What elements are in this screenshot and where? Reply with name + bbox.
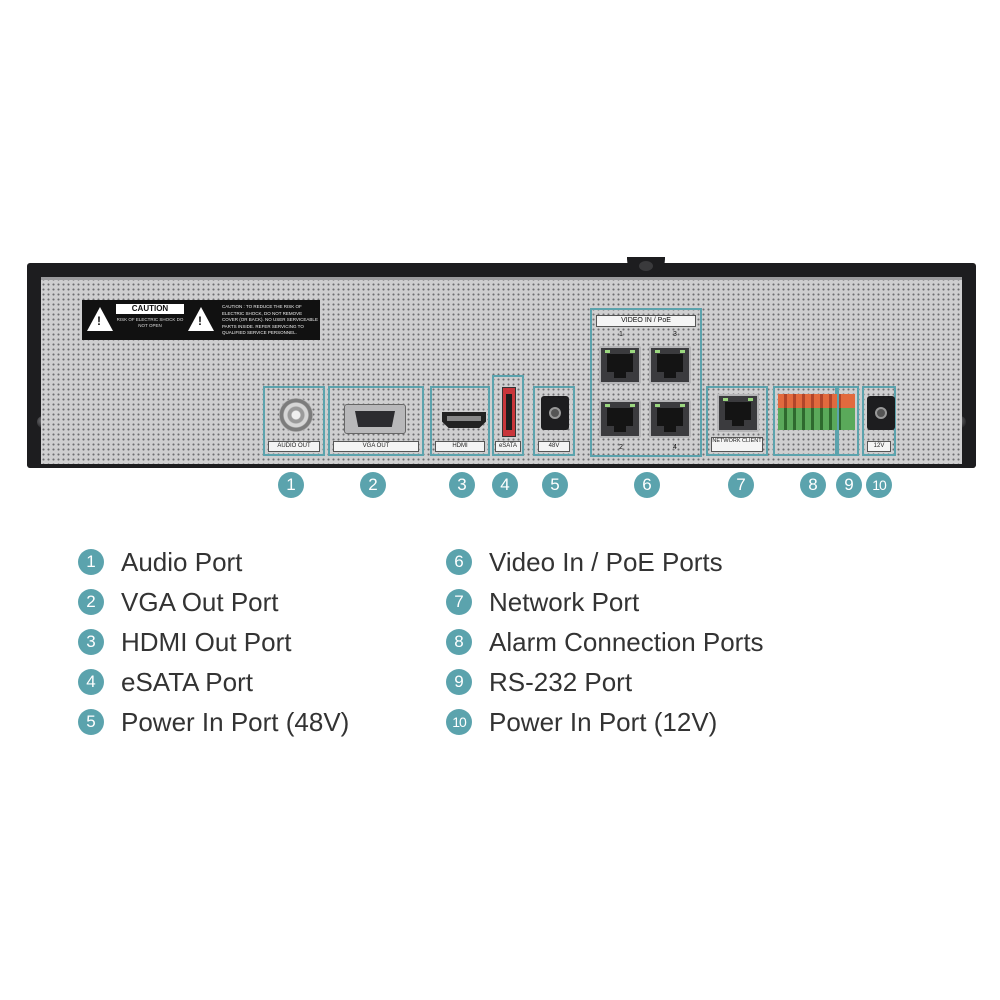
video-in-poe-ports: VIDEO IN / PoE 1 3 2 4 bbox=[590, 308, 702, 457]
marker-8: 8 bbox=[800, 472, 826, 498]
network-port: NETWORK CLIENT bbox=[706, 386, 768, 456]
video-in-poe-label: VIDEO IN / PoE bbox=[596, 315, 696, 327]
legend-label: Power In Port (12V) bbox=[489, 707, 718, 737]
legend-right-column: 6 Video In / PoE Ports 7 Network Port 8 … bbox=[446, 547, 786, 747]
marker-6: 6 bbox=[634, 472, 660, 498]
rj45-port-icon bbox=[717, 394, 759, 432]
rca-jack-icon bbox=[279, 398, 313, 432]
legend-item: 5 Power In Port (48V) bbox=[78, 707, 418, 747]
rs232-port bbox=[837, 386, 859, 456]
caution-heading: CAUTION bbox=[116, 304, 184, 314]
legend-number: 5 bbox=[78, 709, 104, 735]
rj45-port-icon bbox=[649, 400, 691, 438]
terminal-block-icon bbox=[778, 394, 850, 434]
marker-10: 10 bbox=[866, 472, 892, 498]
legend-item: 8 Alarm Connection Ports bbox=[446, 627, 786, 667]
legend-item: 1 Audio Port bbox=[78, 547, 418, 587]
legend-item: 4 eSATA Port bbox=[78, 667, 418, 707]
warning-triangle-icon bbox=[87, 307, 113, 331]
hdmi-port: HDMI bbox=[430, 386, 490, 456]
poe-port-number-3: 3 bbox=[673, 331, 677, 338]
legend-label: HDMI Out Port bbox=[121, 627, 292, 657]
dc-jack-icon bbox=[541, 396, 569, 430]
perforated-panel: CAUTION RISK OF ELECTRIC SHOCK DO NOT OP… bbox=[41, 277, 962, 464]
dc-jack-icon bbox=[867, 396, 895, 430]
legend-number: 3 bbox=[78, 629, 104, 655]
nvr-rear-panel: CAUTION RISK OF ELECTRIC SHOCK DO NOT OP… bbox=[27, 257, 976, 468]
legend-label: eSATA Port bbox=[121, 667, 253, 697]
esata-label: eSATA bbox=[495, 441, 521, 452]
legend-item: 9 RS-232 Port bbox=[446, 667, 786, 707]
legend-number: 10 bbox=[446, 709, 472, 735]
legend-number: 9 bbox=[446, 669, 472, 695]
poe-port-number-4: 4 bbox=[673, 444, 677, 451]
caution-subtext: RISK OF ELECTRIC SHOCK DO NOT OPEN bbox=[116, 317, 184, 328]
poe-port-number-2: 2 bbox=[619, 444, 623, 451]
alarm-connection-ports bbox=[773, 386, 850, 456]
vga-out-port: VGA OUT bbox=[328, 386, 424, 456]
legend-item: 2 VGA Out Port bbox=[78, 587, 418, 627]
network-client-label: NETWORK CLIENT bbox=[711, 437, 763, 452]
marker-1: 1 bbox=[278, 472, 304, 498]
power-48v-port: 48V bbox=[533, 386, 575, 456]
marker-2: 2 bbox=[360, 472, 386, 498]
panel-lip bbox=[41, 277, 962, 280]
vga-out-label: VGA OUT bbox=[333, 441, 419, 452]
legend-item: 10 Power In Port (12V) bbox=[446, 707, 786, 747]
marker-4: 4 bbox=[492, 472, 518, 498]
legend-label: Video In / PoE Ports bbox=[489, 547, 723, 577]
legend-number: 6 bbox=[446, 549, 472, 575]
rj45-port-icon bbox=[599, 400, 641, 438]
rj45-port-icon bbox=[599, 346, 641, 384]
legend-number: 4 bbox=[78, 669, 104, 695]
esata-port: eSATA bbox=[492, 375, 524, 456]
legend-label: RS-232 Port bbox=[489, 667, 633, 697]
legend-label: Audio Port bbox=[121, 547, 243, 577]
legend-item: 3 HDMI Out Port bbox=[78, 627, 418, 667]
warning-triangle-icon bbox=[188, 307, 214, 331]
hdmi-label: HDMI bbox=[435, 441, 485, 452]
power-12v-port: 12V bbox=[862, 386, 896, 456]
vga-connector-icon bbox=[344, 404, 406, 434]
rs232-terminal-bottom bbox=[841, 408, 855, 430]
marker-9: 9 bbox=[836, 472, 862, 498]
caution-label: CAUTION RISK OF ELECTRIC SHOCK DO NOT OP… bbox=[82, 300, 320, 340]
esata-connector-icon bbox=[502, 387, 516, 437]
legend-left-column: 1 Audio Port 2 VGA Out Port 3 HDMI Out P… bbox=[78, 547, 418, 747]
legend-number: 1 bbox=[78, 549, 104, 575]
audio-out-port: AUDIO OUT bbox=[263, 386, 325, 456]
legend-item: 6 Video In / PoE Ports bbox=[446, 547, 786, 587]
caution-text: CAUTION : TO REDUCE THE RISK OF ELECTRIC… bbox=[222, 304, 318, 335]
legend-item: 7 Network Port bbox=[446, 587, 786, 627]
legend-label: Power In Port (48V) bbox=[121, 707, 350, 737]
rj45-port-icon bbox=[649, 346, 691, 384]
legend-label: Alarm Connection Ports bbox=[489, 627, 764, 657]
legend-number: 7 bbox=[446, 589, 472, 615]
power-48v-label: 48V bbox=[538, 441, 570, 452]
audio-out-label: AUDIO OUT bbox=[268, 441, 320, 452]
top-notch bbox=[627, 257, 665, 277]
poe-port-number-1: 1 bbox=[619, 331, 623, 338]
legend-label: VGA Out Port bbox=[121, 587, 279, 617]
legend-number: 2 bbox=[78, 589, 104, 615]
legend-label: Network Port bbox=[489, 587, 640, 617]
power-12v-label: 12V bbox=[867, 441, 891, 452]
rs232-terminal-top bbox=[841, 394, 855, 408]
marker-7: 7 bbox=[728, 472, 754, 498]
legend-number: 8 bbox=[446, 629, 472, 655]
marker-3: 3 bbox=[449, 472, 475, 498]
hdmi-connector-icon bbox=[442, 412, 486, 428]
marker-5: 5 bbox=[542, 472, 568, 498]
